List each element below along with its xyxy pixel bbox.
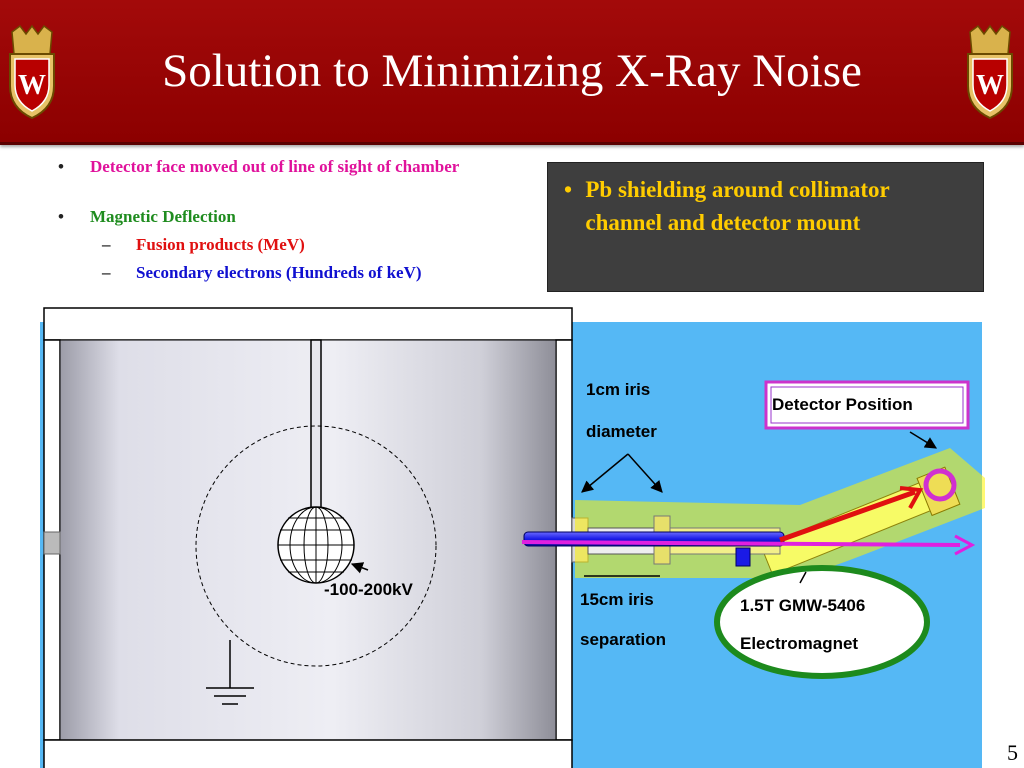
bullet-text: Detector face moved out of line of sight… [90, 157, 460, 176]
magnet-label-line1: 1.5T GMW-5406 [740, 596, 866, 615]
bullet-text: Secondary electrons (Hundreds of keV) [136, 263, 422, 282]
dash-icon: – [102, 235, 111, 254]
apparatus-diagram: -100-200kV 1cm iris diameter 15cm iris s… [0, 300, 1024, 768]
list-item: • Magnetic Deflection [58, 206, 236, 228]
title-bar: W Solution to Minimizing X-Ray Noise W [0, 0, 1024, 145]
detector-position-box [764, 380, 970, 430]
svg-text:W: W [18, 70, 46, 101]
vacuum-chamber [43, 307, 589, 768]
sphere-grid-icon [277, 506, 355, 584]
voltage-label: -100-200kV [324, 580, 413, 599]
particle-beams [521, 486, 976, 556]
bullet-text: Magnetic Deflection [90, 207, 236, 226]
iris-separation-label-line2: separation [580, 630, 666, 649]
bullet-dot-icon: • [58, 157, 64, 176]
detector-position-label: Detector Position [772, 395, 913, 414]
list-item: – Secondary electrons (Hundreds of keV) [102, 262, 422, 284]
list-item: • Pb shielding around collimator channel… [564, 173, 964, 239]
magnet-label-line2: Electromagnet [740, 634, 859, 653]
slide-title: Solution to Minimizing X-Ray Noise [162, 45, 862, 97]
list-item: – Fusion products (MeV) [102, 234, 305, 256]
diagram-canvas [40, 307, 985, 768]
pb-shielding-box: • Pb shielding around collimator channel… [547, 162, 984, 292]
bullet-dot-icon: • [58, 207, 64, 226]
list-item: • Detector face moved out of line of sig… [58, 156, 510, 178]
iris-diameter-arrows [581, 453, 663, 493]
dash-icon: – [102, 263, 111, 282]
bullet-text: Fusion products (MeV) [136, 235, 305, 254]
svg-text:W: W [976, 70, 1004, 101]
page-number: 5 [1007, 740, 1018, 765]
uw-crest-icon: W [6, 24, 58, 120]
iris-diameter-label-line1: 1cm iris [586, 380, 651, 399]
iris-separation-label-line1: 15cm iris [580, 590, 654, 609]
cathode-grid [195, 339, 437, 667]
iris-diameter-label-line2: diameter [586, 422, 657, 441]
bullet-text: Pb shielding around collimator channel a… [585, 177, 890, 235]
ground-symbol-icon [206, 640, 254, 705]
bullet-dot-icon: • [564, 177, 573, 202]
electromagnet-ring [714, 565, 930, 679]
uw-crest-icon: W [964, 24, 1016, 120]
detector-icon [923, 468, 957, 502]
plasma-boundary [195, 425, 437, 667]
